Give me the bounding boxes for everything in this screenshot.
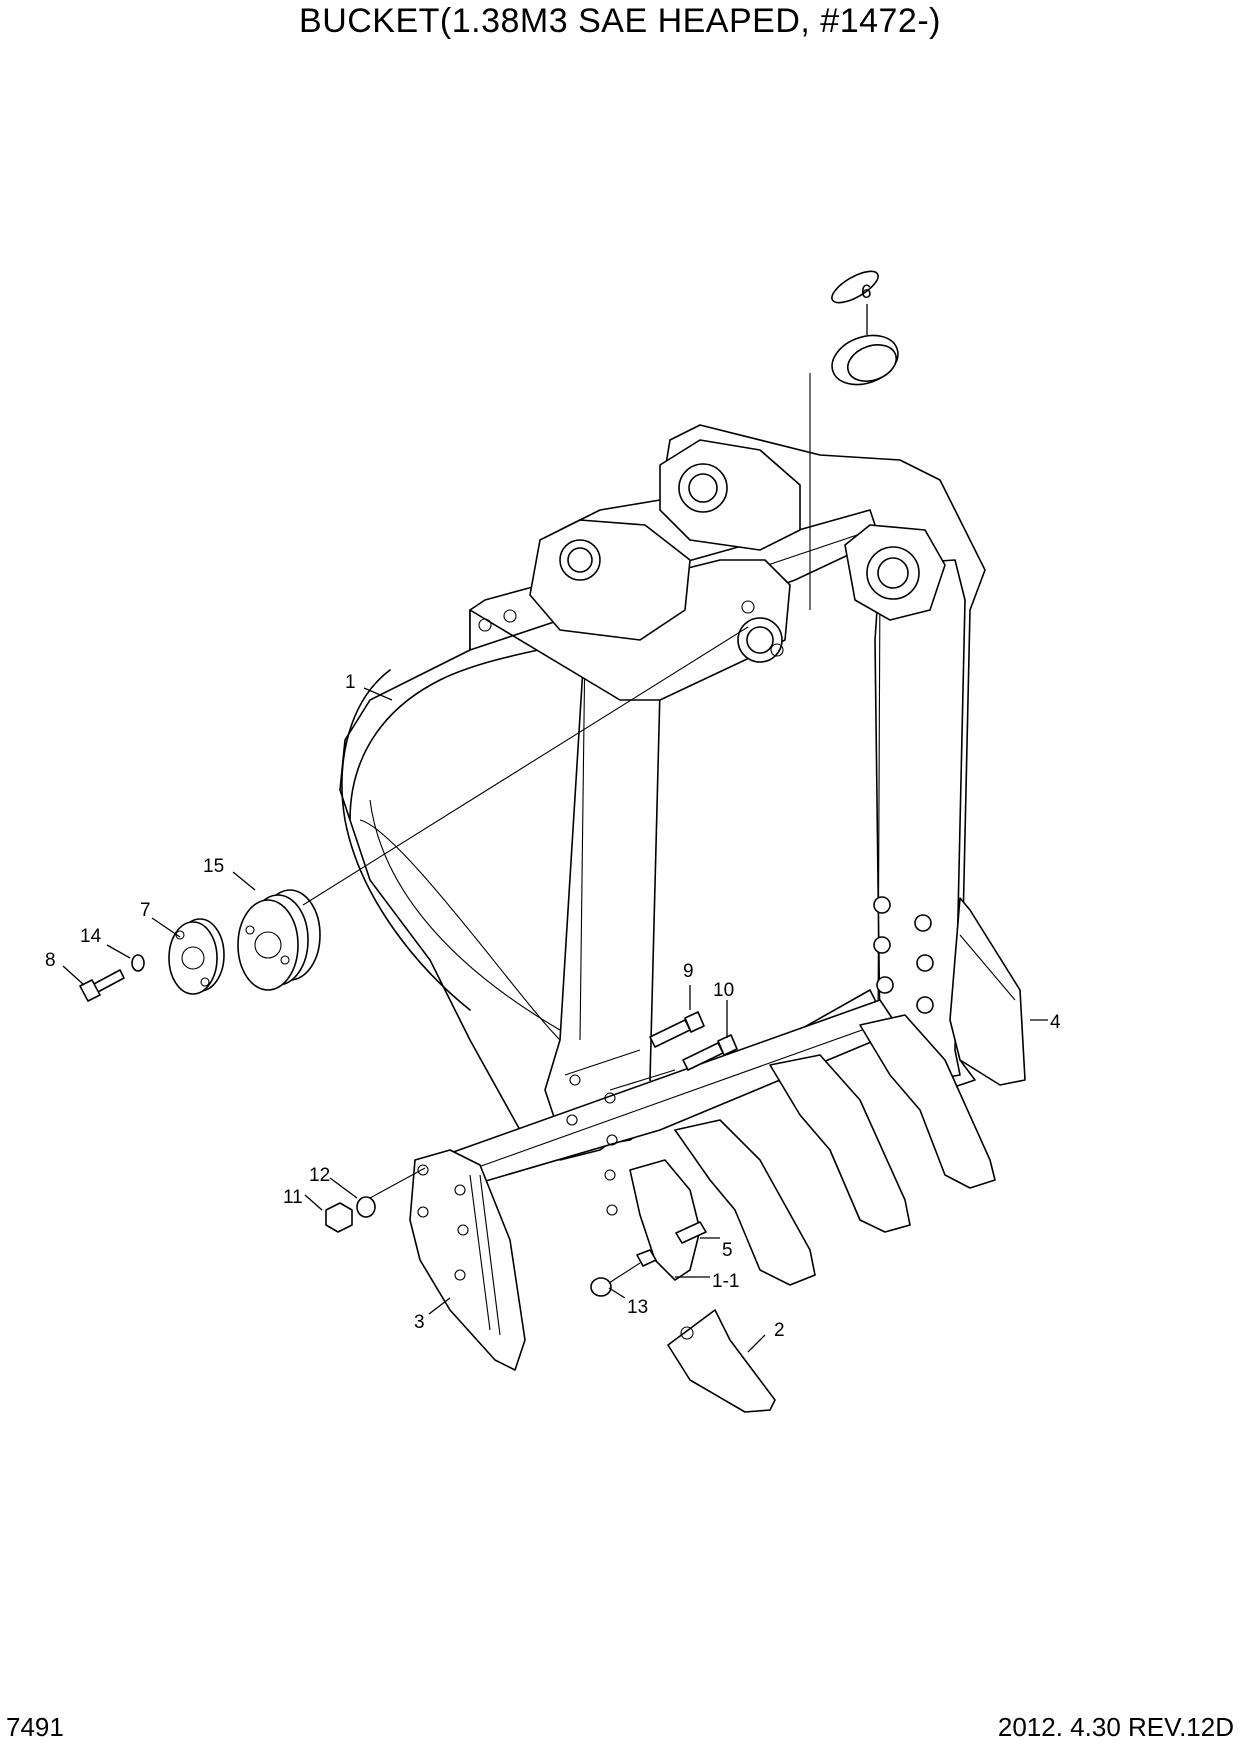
retainer-plate — [168, 918, 225, 995]
bolt-9 — [649, 1011, 705, 1048]
callout-15: 15 — [203, 856, 224, 877]
side-cutter-left — [409, 1149, 526, 1371]
callout-14: 14 — [80, 926, 102, 947]
callout-8: 8 — [45, 950, 56, 971]
nut-11 — [325, 1202, 353, 1233]
callout-1: 1 — [345, 672, 356, 693]
callout-1-1: 1-1 — [712, 1271, 739, 1292]
tooth-pin — [675, 1221, 707, 1244]
washer-12 — [356, 1196, 376, 1218]
bushing — [831, 270, 899, 386]
bucket-body — [339, 424, 986, 1216]
callout-11: 11 — [283, 1187, 303, 1208]
mounted-teeth — [629, 1014, 996, 1286]
callout-9: 9 — [683, 961, 694, 982]
callout-12: 12 — [309, 1165, 330, 1186]
leader-lines — [62, 304, 1048, 1353]
side-cutter-right — [949, 897, 1026, 1086]
callout-4: 4 — [1050, 1012, 1061, 1033]
washer — [131, 954, 145, 972]
page-number: 7491 — [6, 1712, 64, 1742]
callout-7: 7 — [140, 900, 151, 921]
diagram-title: BUCKET(1.38M3 SAE HEAPED, #1472-) — [299, 2, 941, 40]
revision-label: 2012. 4.30 REV.12D — [997, 1712, 1234, 1742]
callout-6: 6 — [861, 282, 872, 303]
callout-13: 13 — [627, 1297, 648, 1318]
washer-13 — [590, 1277, 612, 1297]
callout-10: 10 — [713, 980, 734, 1001]
callout-2: 2 — [774, 1320, 785, 1341]
loose-tooth — [667, 1309, 776, 1413]
tooth-pin-stub — [636, 1249, 657, 1267]
callout-5: 5 — [722, 1240, 733, 1261]
bolt-8 — [79, 969, 125, 1002]
callout-3: 3 — [414, 1312, 425, 1333]
shim-stack — [237, 889, 321, 991]
callouts: 6 1 15 7 14 8 9 10 4 12 11 5 1-1 13 3 2 — [45, 282, 1061, 1341]
assembly-lines — [302, 373, 811, 1284]
